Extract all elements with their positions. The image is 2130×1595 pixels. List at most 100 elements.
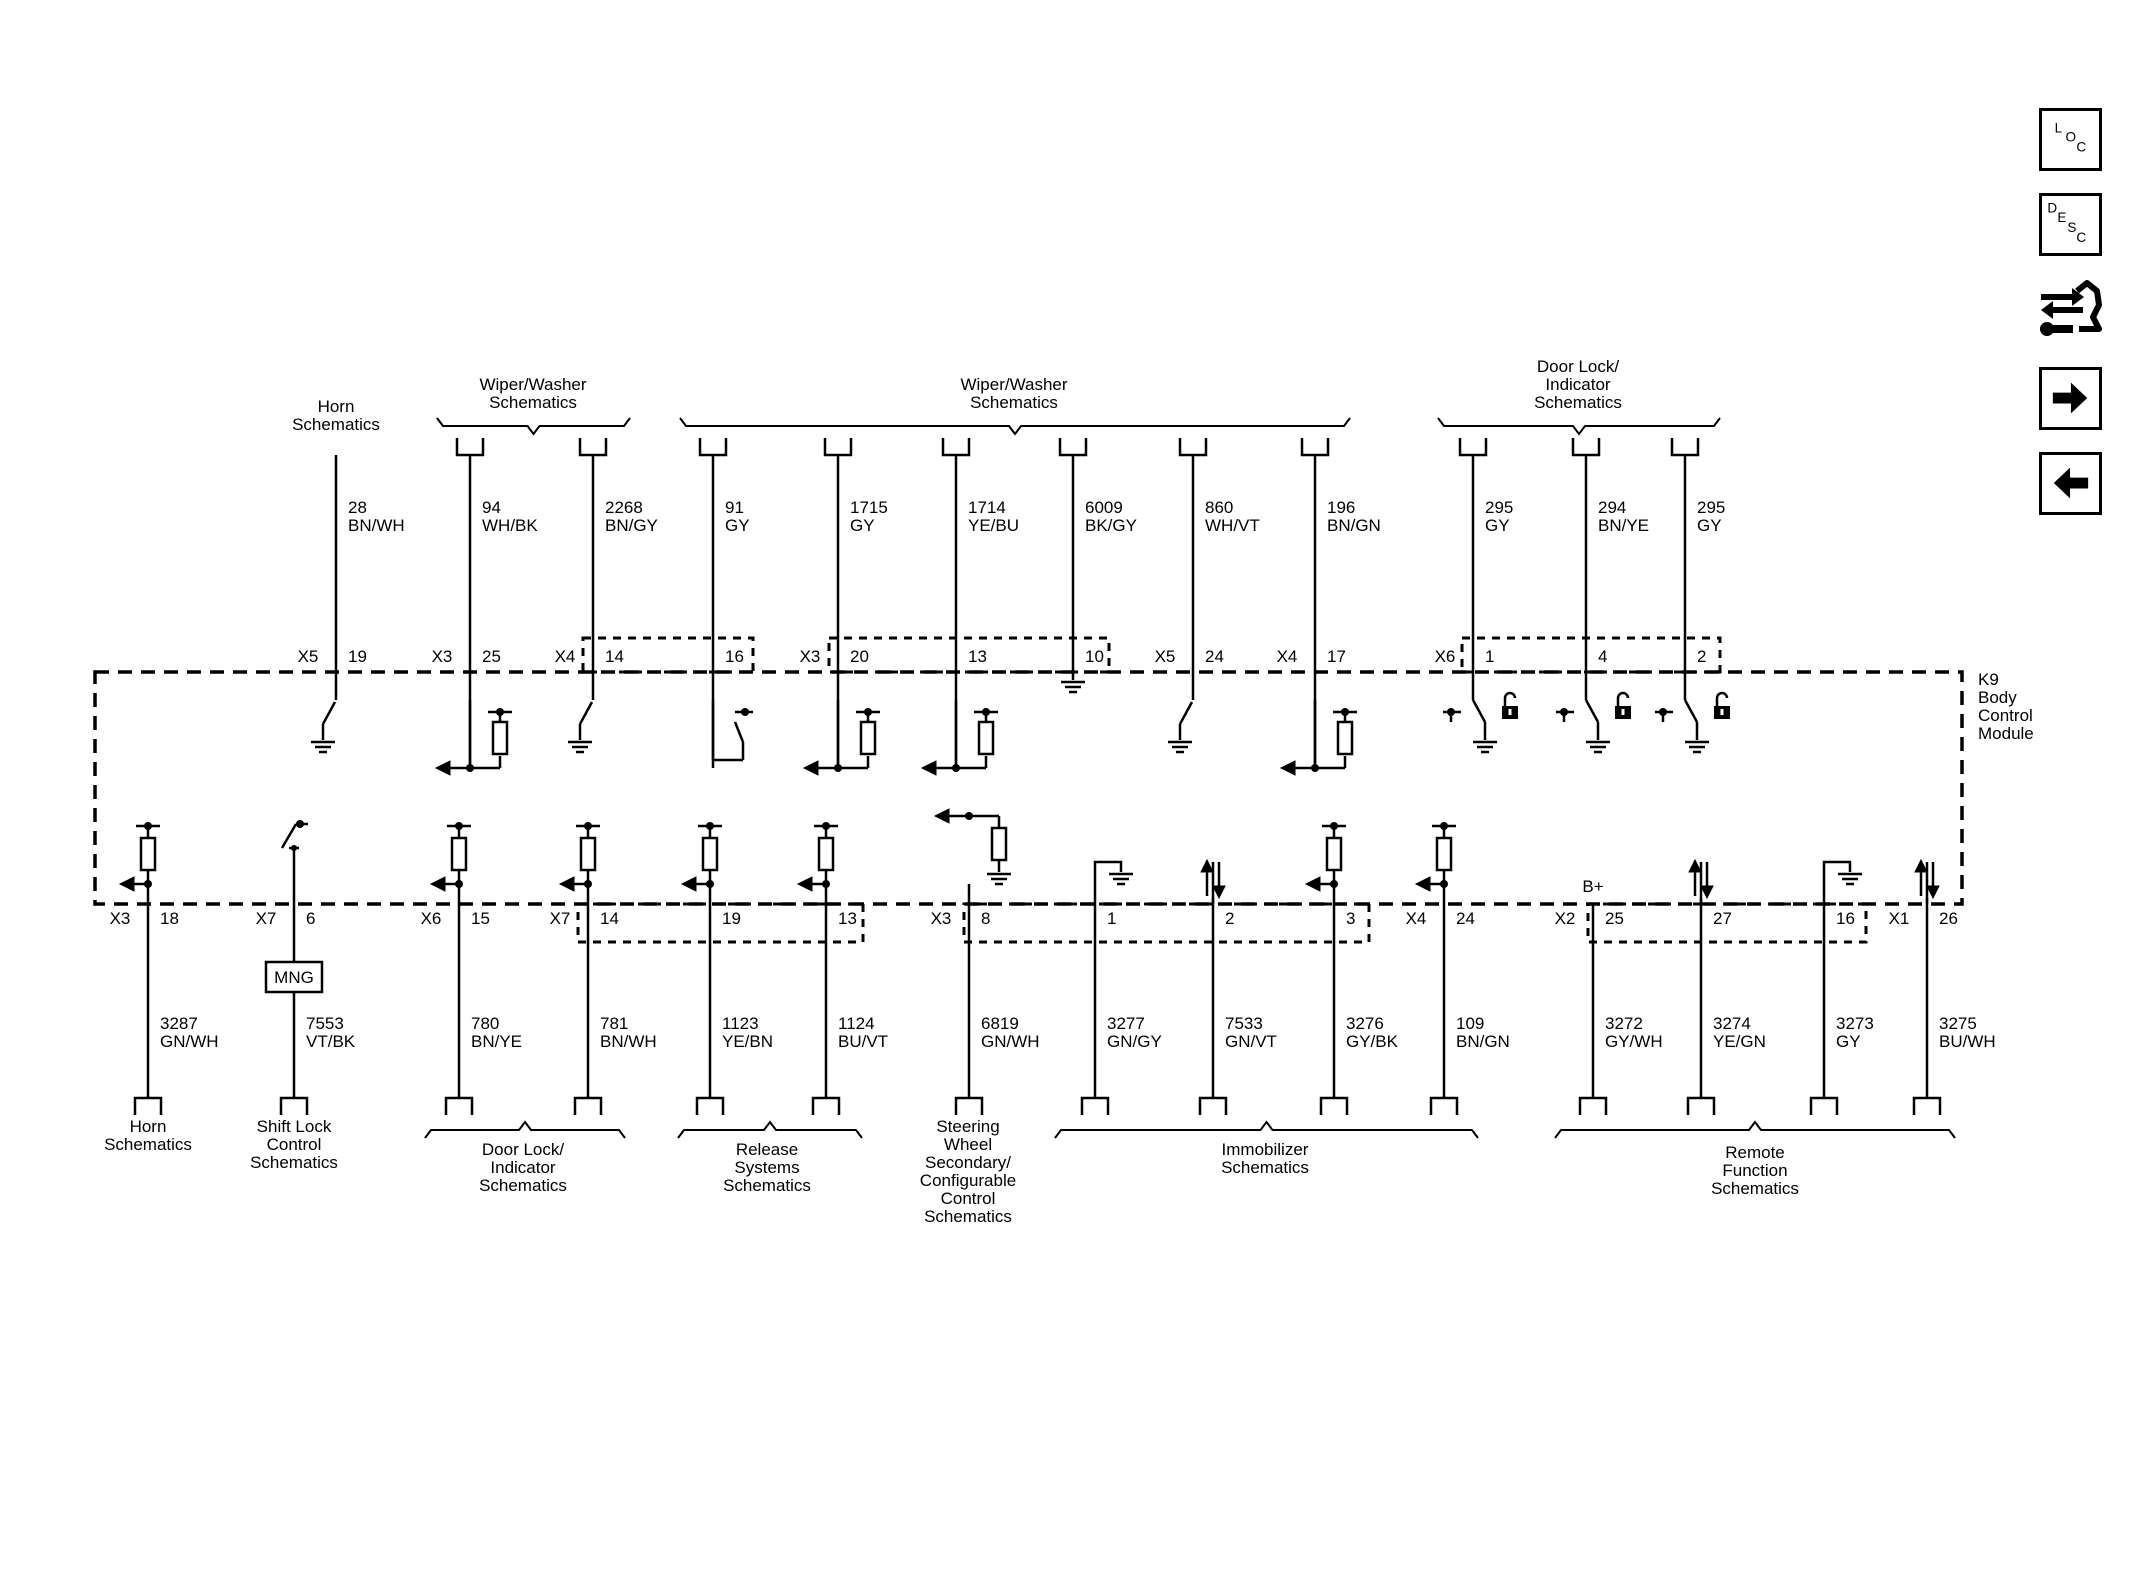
pin-number: 17 [1327, 647, 1346, 666]
ground-icon [1586, 740, 1610, 754]
pin-number: 25 [482, 647, 501, 666]
location-button[interactable]: L O C [2039, 108, 2102, 171]
top-connector-symbol [698, 438, 728, 457]
next-button[interactable] [2039, 367, 2102, 430]
wire-color-code: GY/WH [1605, 1032, 1663, 1051]
connector-repair-button[interactable] [2039, 277, 2102, 340]
pin-number: 13 [838, 909, 857, 928]
bottom-group-label: Control [941, 1189, 996, 1208]
desc-letter-d: D [2047, 200, 2057, 215]
bottom-connector-symbol [1198, 1096, 1228, 1115]
pullup-resistor [579, 836, 597, 872]
wire-circuit-number: 3274 [1713, 1014, 1751, 1033]
pullup-dot [982, 708, 990, 716]
top-group-label: Schematics [1534, 393, 1622, 412]
pin-number: 20 [850, 647, 869, 666]
bottom-group-label: Remote [1725, 1143, 1785, 1162]
previous-button[interactable] [2039, 452, 2102, 515]
pin-number: 15 [471, 909, 490, 928]
lock-icon [1502, 691, 1518, 719]
bidir-down-arrow-icon [1926, 885, 1940, 900]
switch-contact [1683, 699, 1699, 723]
bottom-group-label: Configurable [920, 1171, 1016, 1190]
wire-color-code: BK/GY [1085, 516, 1137, 535]
connector-id: X7 [256, 909, 277, 928]
top-group-label: Schematics [970, 393, 1058, 412]
wire-color-code: BN/WH [348, 516, 405, 535]
pin-number: 24 [1205, 647, 1224, 666]
wire-circuit-number: 94 [482, 498, 501, 517]
pin-number: 26 [1939, 909, 1958, 928]
wire-color-code: BN/GN [1327, 516, 1381, 535]
ground-icon [568, 740, 592, 754]
bottom-group-label: Steering [936, 1117, 999, 1136]
bottom-connector-symbol [444, 1096, 474, 1115]
top-group-label: Schematics [489, 393, 577, 412]
connector-box-x3-bottom [962, 902, 1371, 944]
bottom-group-brace [1054, 1120, 1479, 1139]
ground-icon [1838, 872, 1862, 886]
pullup-resistor [817, 836, 835, 872]
junction-dot [291, 845, 297, 851]
bottom-group-label: Control [267, 1135, 322, 1154]
connector-id: X6 [421, 909, 442, 928]
connector-id: X4 [555, 647, 576, 666]
top-group-label: Wiper/Washer [960, 375, 1067, 394]
desc-letter-c: C [2076, 230, 2086, 245]
ground-lead [1093, 860, 1123, 1098]
connector-id: X5 [1155, 647, 1176, 666]
output-arrow-icon [1279, 760, 1296, 776]
bottom-connector-symbol [1809, 1096, 1839, 1115]
bottom-connector-symbol [573, 1096, 603, 1115]
wire-color-code: BN/YE [471, 1032, 522, 1051]
junction-dot [296, 820, 304, 828]
wire-circuit-number: 780 [471, 1014, 499, 1033]
bottom-group-label: Horn [130, 1117, 167, 1136]
wire-circuit-number: 196 [1327, 498, 1355, 517]
arrow-right-icon [2052, 382, 2088, 414]
pin-number: 4 [1598, 647, 1607, 666]
bottom-group-label: Systems [734, 1158, 799, 1177]
bottom-connector-symbol [1319, 1096, 1349, 1115]
wire-circuit-number: 781 [600, 1014, 628, 1033]
bottom-connector-symbol [954, 1096, 984, 1115]
wire-circuit-number: 1714 [968, 498, 1006, 517]
bottom-group-label: Door Lock/ [482, 1140, 564, 1159]
ground-icon [987, 872, 1011, 886]
bottom-group-label: Schematics [250, 1153, 338, 1172]
pullup-resistor [977, 720, 995, 756]
switch-contact [321, 701, 337, 725]
arrow-left-icon [2053, 467, 2089, 499]
wire-circuit-number: 3275 [1939, 1014, 1977, 1033]
connector-box-x2-bottom [1586, 902, 1868, 944]
connector-id: X3 [110, 909, 131, 928]
pin-number: 1 [1107, 909, 1116, 928]
connector-id: X6 [1435, 647, 1456, 666]
ground-icon [1168, 740, 1192, 754]
pin-number: 2 [1697, 647, 1706, 666]
output-arrow-icon [1304, 876, 1321, 892]
description-button[interactable]: D E S C [2039, 193, 2102, 256]
pin-number: 16 [1836, 909, 1855, 928]
output-arrow-icon [434, 760, 451, 776]
wire-circuit-number: 6819 [981, 1014, 1019, 1033]
wire-color-code: WH/VT [1205, 516, 1260, 535]
module-name-label: Body [1978, 688, 2017, 707]
wire-circuit-number: 7553 [306, 1014, 344, 1033]
wire-color-code: GN/GY [1107, 1032, 1162, 1051]
top-group-label: Indicator [1545, 375, 1611, 394]
switch-contact [733, 721, 745, 743]
bidir-down-arrow-icon [1700, 885, 1714, 900]
bottom-group-label: Release [736, 1140, 798, 1159]
output-arrow-icon [920, 760, 937, 776]
wire-color-code: YE/BU [968, 516, 1019, 535]
top-connector-symbol [1178, 438, 1208, 457]
wire-circuit-number: 91 [725, 498, 744, 517]
switch-contact [1584, 699, 1600, 723]
pin-number: 27 [1713, 909, 1732, 928]
output-arrow-icon [802, 760, 819, 776]
pullup-resistor [1325, 836, 1343, 872]
ground-icon [311, 740, 335, 754]
wire-circuit-number: 1123 [722, 1014, 759, 1033]
